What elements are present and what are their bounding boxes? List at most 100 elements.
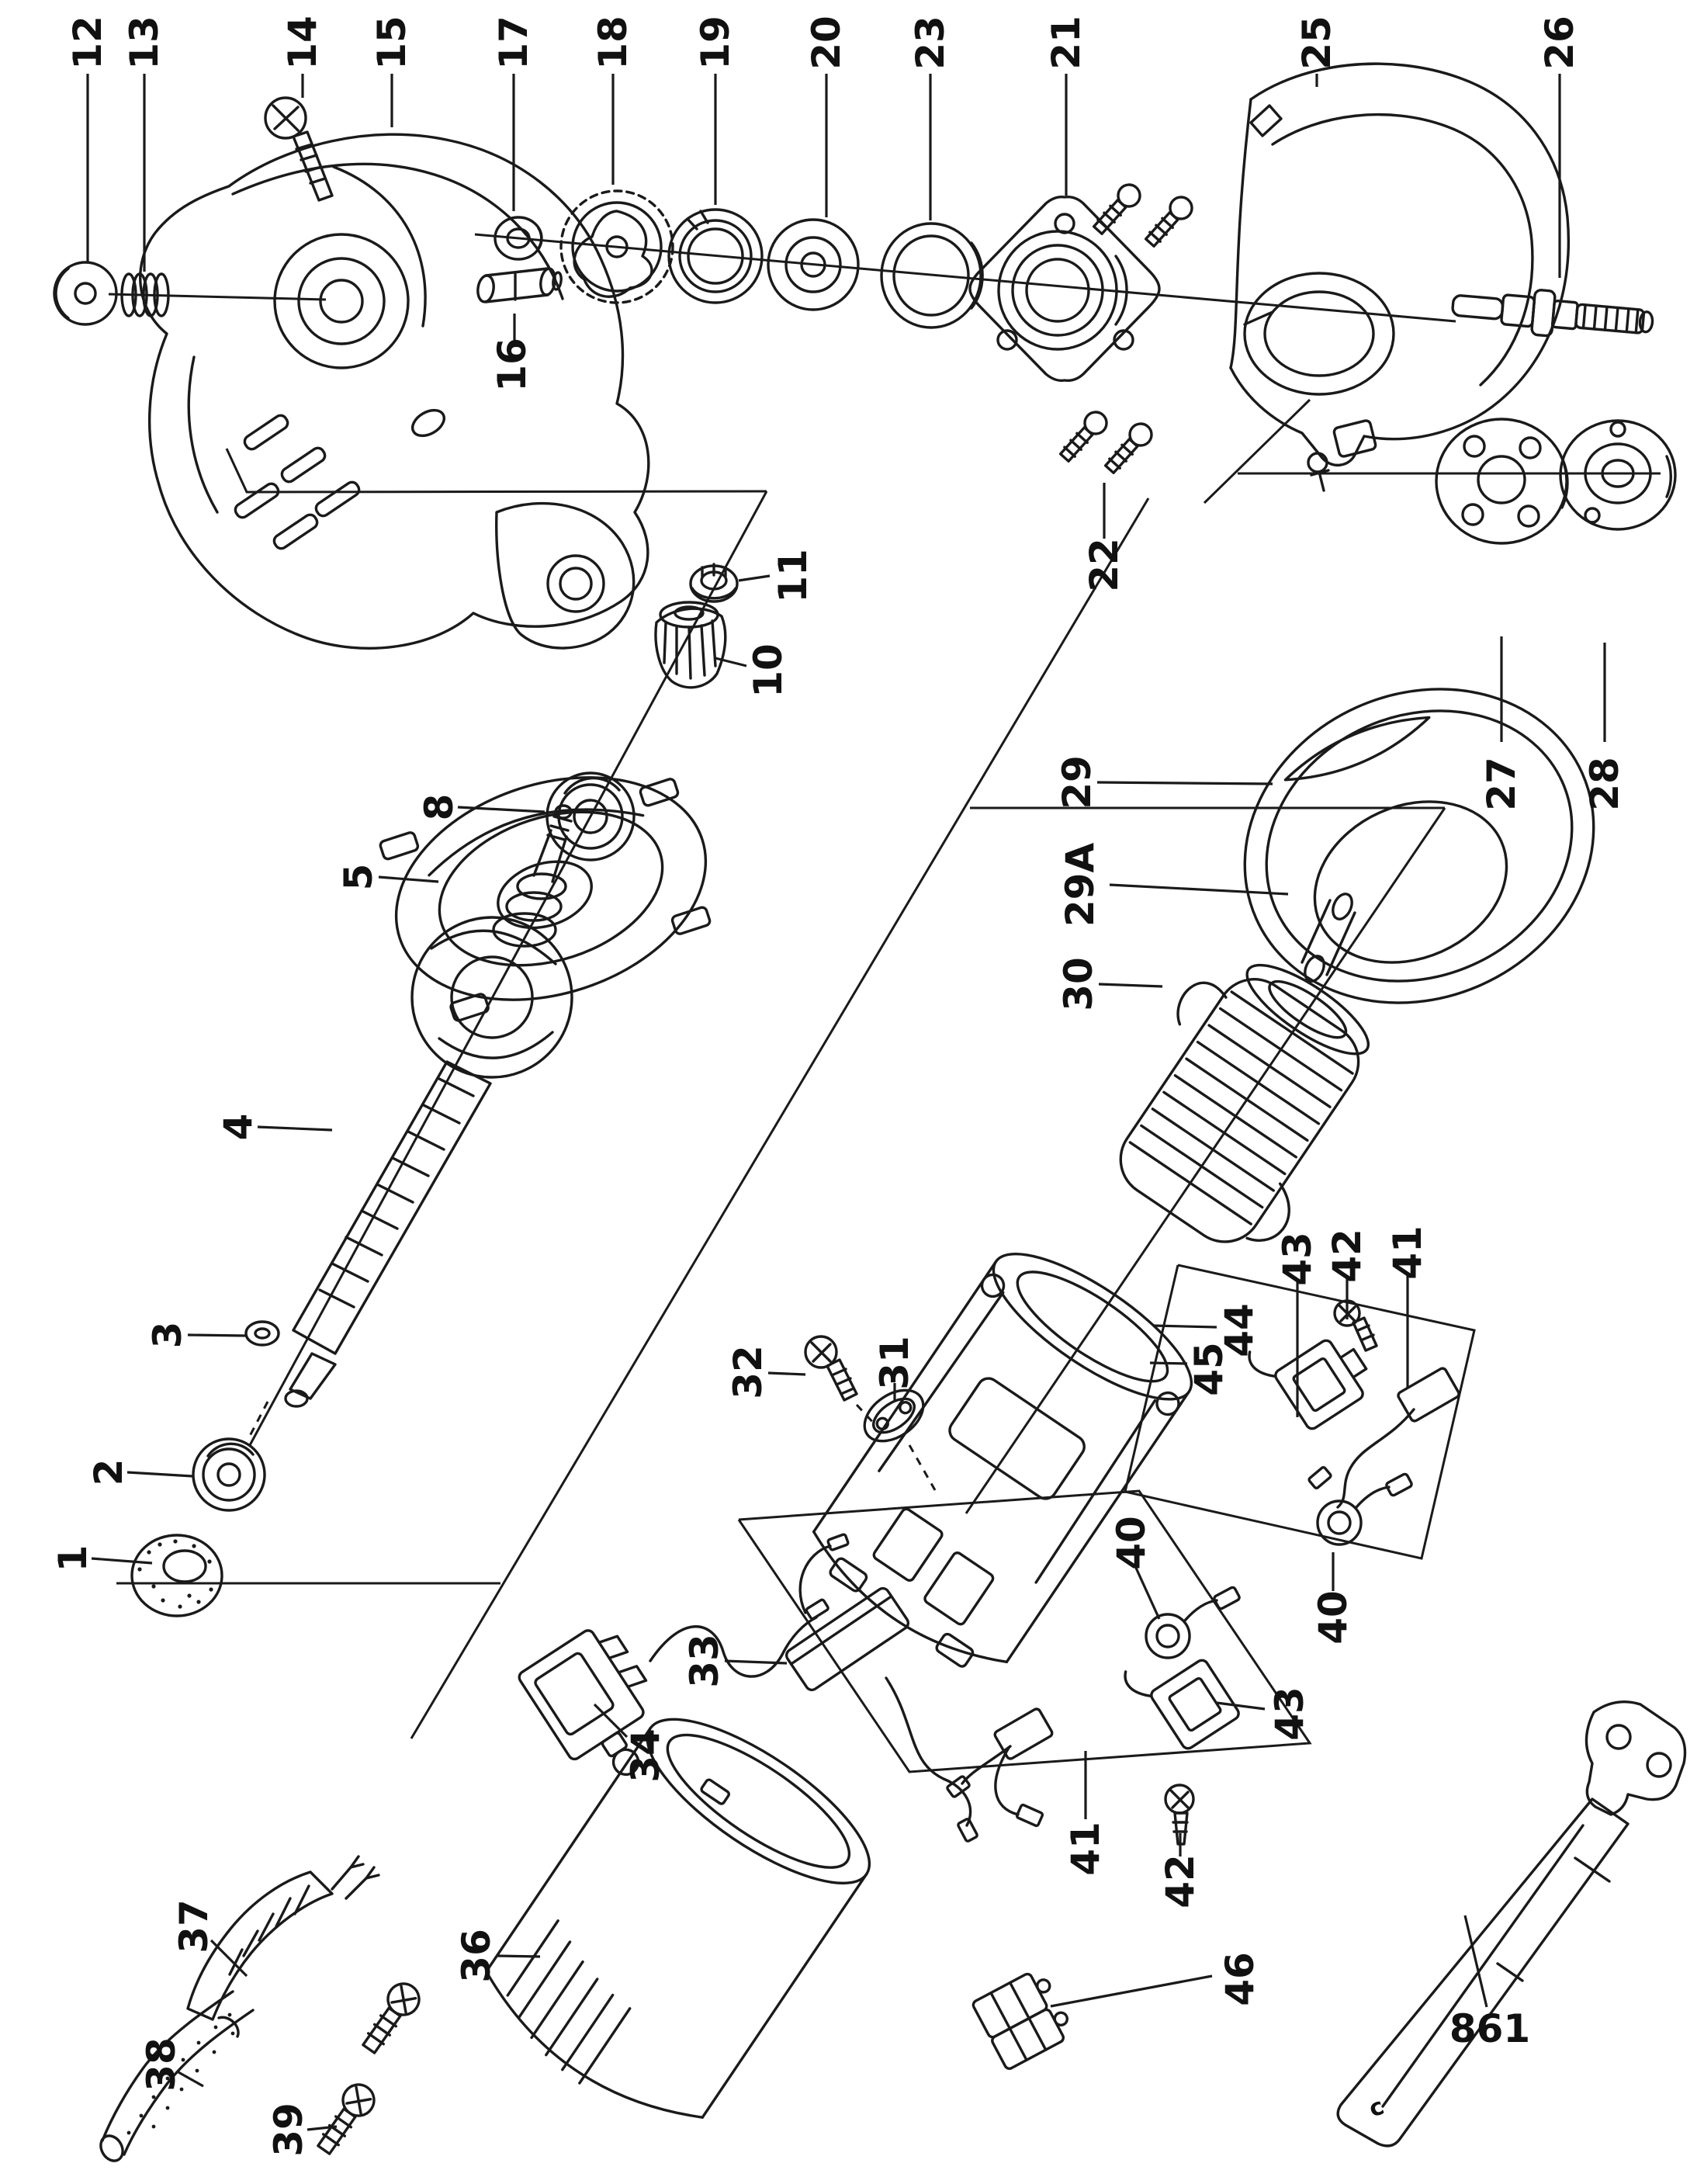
part-sketch-16-pin xyxy=(476,267,563,303)
part-sketch-31-cord-clamp xyxy=(863,1388,925,1443)
leader-line-44 xyxy=(1152,1324,1217,1329)
part-label-42b: 42 xyxy=(1158,1854,1203,1908)
construction-line xyxy=(410,497,1150,1739)
part-sketch-2-bearing xyxy=(192,1437,266,1512)
leader-line-33 xyxy=(724,1659,788,1665)
part-label-45: 45 xyxy=(1186,1342,1231,1396)
part-label-32: 32 xyxy=(726,1345,771,1399)
leader-line-38 xyxy=(178,2071,204,2088)
dashed-axis-line xyxy=(855,1403,878,1428)
part-sketch-40-clip-left xyxy=(1145,1586,1241,1659)
part-label-26: 26 xyxy=(1537,16,1582,70)
part-sketch-22-screws xyxy=(1058,183,1193,474)
part-sketch-19-washer xyxy=(667,208,764,304)
part-sketch-39-screws xyxy=(317,1982,421,2155)
part-label-2: 2 xyxy=(86,1459,131,1486)
leader-line-40a xyxy=(1134,1565,1161,1620)
part-label-15: 15 xyxy=(369,16,414,70)
part-label-12: 12 xyxy=(65,16,110,70)
part-label-25: 25 xyxy=(1294,16,1339,70)
part-label-22: 22 xyxy=(1082,538,1127,592)
part-sketch-3-washer xyxy=(244,1320,280,1347)
part-label-30: 30 xyxy=(1056,957,1101,1011)
construction-lines-layer xyxy=(108,233,1661,1773)
construction-line xyxy=(225,448,767,494)
part-sketch-37-cord-guard xyxy=(186,1855,380,2021)
leader-line-36 xyxy=(496,1954,541,1958)
construction-line xyxy=(737,1489,1312,1773)
part-label-861: 861 xyxy=(1449,2006,1530,2051)
part-label-20: 20 xyxy=(804,16,849,70)
part-label-36: 36 xyxy=(454,1929,499,1983)
part-sketch-38-power-cord xyxy=(99,1990,255,2162)
part-label-5: 5 xyxy=(336,864,381,891)
part-sketch-12-cap xyxy=(53,261,118,326)
part-label-11: 11 xyxy=(771,549,816,603)
part-sketch-1-rubber-ring xyxy=(130,1534,223,1617)
part-label-29A: 29A xyxy=(1058,843,1103,927)
part-label-40a: 40 xyxy=(1109,1516,1154,1570)
part-sketch-42-screw-bottom xyxy=(1164,1784,1195,1846)
part-sketch-18-bevel-gear xyxy=(559,189,674,304)
part-sketch-32-screw xyxy=(804,1335,858,1402)
construction-line xyxy=(108,293,327,301)
leader-line-34 xyxy=(593,1703,629,1739)
dashed-axis-line xyxy=(908,1444,937,1491)
leader-line-1 xyxy=(91,1557,153,1565)
part-label-18: 18 xyxy=(591,16,636,70)
dashed-axis-line xyxy=(248,1401,269,1437)
part-label-34: 34 xyxy=(623,1728,668,1783)
part-label-33: 33 xyxy=(682,1634,727,1688)
leader-line-29 xyxy=(1096,781,1273,785)
part-label-29: 29 xyxy=(1055,755,1100,809)
part-label-4: 4 xyxy=(216,1114,261,1141)
construction-line xyxy=(1203,398,1311,504)
part-label-46: 46 xyxy=(1217,1952,1262,2006)
part-label-17: 17 xyxy=(491,16,536,70)
leader-line-2 xyxy=(126,1471,193,1478)
part-label-43a: 43 xyxy=(1275,1232,1320,1286)
leader-line-32 xyxy=(767,1371,806,1376)
part-sketch-11-nut xyxy=(689,563,739,603)
part-label-23: 23 xyxy=(908,16,953,70)
construction-line xyxy=(248,491,768,1446)
part-sketch-21-bearing-box xyxy=(968,195,1161,383)
leader-line-4 xyxy=(257,1125,333,1132)
part-label-8: 8 xyxy=(417,794,462,821)
leader-line-29A xyxy=(1109,883,1289,896)
part-label-27: 27 xyxy=(1479,757,1524,811)
part-label-31: 31 xyxy=(872,1336,917,1390)
part-label-16: 16 xyxy=(490,338,535,392)
leader-line-39 xyxy=(307,2125,338,2131)
construction-line xyxy=(1124,1264,1476,1560)
leader-line-43c xyxy=(1216,1701,1266,1711)
part-label-3: 3 xyxy=(145,1322,190,1349)
construction-line xyxy=(965,807,1446,1514)
parts-layer xyxy=(53,62,1687,2162)
part-sketch-10-fan-gear xyxy=(654,601,727,689)
part-sketch-861-wrench xyxy=(1336,1700,1687,2148)
construction-line xyxy=(474,233,1456,323)
part-sketch-43-brush-holder-top xyxy=(1248,1339,1368,1430)
part-sketch-41-brush-bottom xyxy=(946,1707,1054,1828)
part-sketch-30-field xyxy=(1119,963,1370,1243)
part-sketch-40-clip-right xyxy=(1316,1472,1413,1546)
part-label-10: 10 xyxy=(746,643,791,698)
part-sketch-29A-sleeve xyxy=(1301,893,1356,983)
part-label-39: 39 xyxy=(266,2103,311,2157)
part-sketch-46-connector xyxy=(971,1972,1068,2070)
part-sketch-43-brush-holder-bottom xyxy=(1124,1659,1240,1750)
leader-line-37 xyxy=(210,1939,248,1978)
part-sketch-36-handle-cover xyxy=(485,1718,871,2119)
part-label-42a: 42 xyxy=(1325,1229,1370,1283)
part-label-43c: 43 xyxy=(1267,1687,1312,1741)
part-sketch-4-armature xyxy=(284,804,573,1408)
part-label-28: 28 xyxy=(1582,757,1627,811)
part-label-13: 13 xyxy=(122,16,167,70)
leader-line-10 xyxy=(715,657,747,667)
leader-line-8 xyxy=(457,806,545,813)
part-sketch-27-inner-flange xyxy=(1435,418,1569,545)
part-label-1: 1 xyxy=(50,1545,95,1572)
